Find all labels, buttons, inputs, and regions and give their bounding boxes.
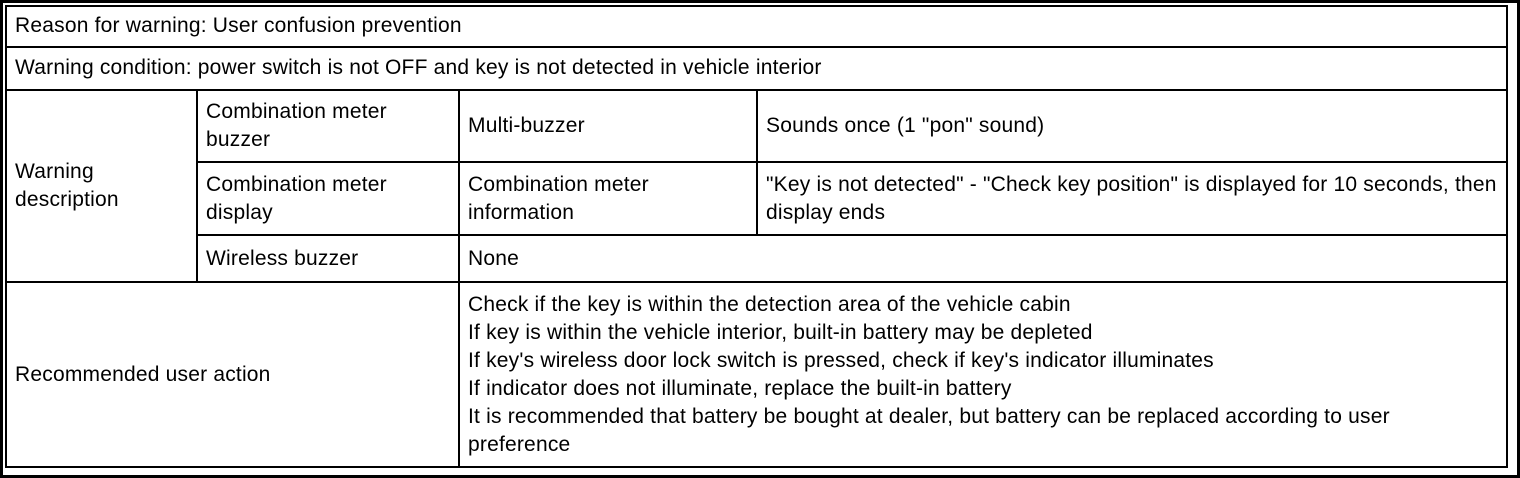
table-row-condition: Warning condition: power switch is not O…: [5, 45, 1508, 91]
description-item-cell: Combination meter buzzer: [196, 88, 460, 164]
description-detail-cell: Sounds once (1 "pon" sound): [756, 88, 1508, 164]
table-row-description-buzzer: Warning description Combination meter bu…: [5, 88, 1508, 284]
table-row-reason: Reason for warning: User confusion preve…: [5, 5, 1508, 48]
action-line: It is recommended that battery be bought…: [468, 404, 1390, 456]
reason-for-warning-cell: Reason for warning: User confusion preve…: [5, 5, 1508, 48]
warning-description-label-cell: Warning description: [5, 88, 198, 284]
description-device-cell: Multi-buzzer: [458, 88, 758, 164]
warning-info-table: Reason for warning: User confusion preve…: [5, 5, 1508, 468]
action-line: If key's wireless door lock switch is pr…: [468, 348, 1214, 372]
table-row-description-display: Combination meter display Combination me…: [6, 161, 1508, 237]
recommended-action-detail-cell: Check if the key is within the detection…: [458, 281, 1508, 468]
description-item-cell: Combination meter display: [196, 161, 460, 237]
description-item-cell: Wireless buzzer: [196, 234, 460, 284]
warning-condition-cell: Warning condition: power switch is not O…: [5, 45, 1508, 91]
table-row-recommended-action: Recommended user action Check if the key…: [5, 281, 1508, 468]
action-line: If key is within the vehicle interior, b…: [468, 320, 1093, 344]
table-row-description-wireless: Wireless buzzer None: [6, 234, 1508, 284]
description-detail-cell: None: [458, 234, 1508, 284]
description-detail-cell: "Key is not detected" - "Check key posit…: [756, 161, 1508, 237]
recommended-action-label-cell: Recommended user action: [5, 281, 460, 468]
action-line: Check if the key is within the detection…: [468, 292, 1071, 316]
action-line: If indicator does not illuminate, replac…: [468, 376, 1012, 400]
description-device-cell: Combination meter information: [458, 161, 758, 237]
